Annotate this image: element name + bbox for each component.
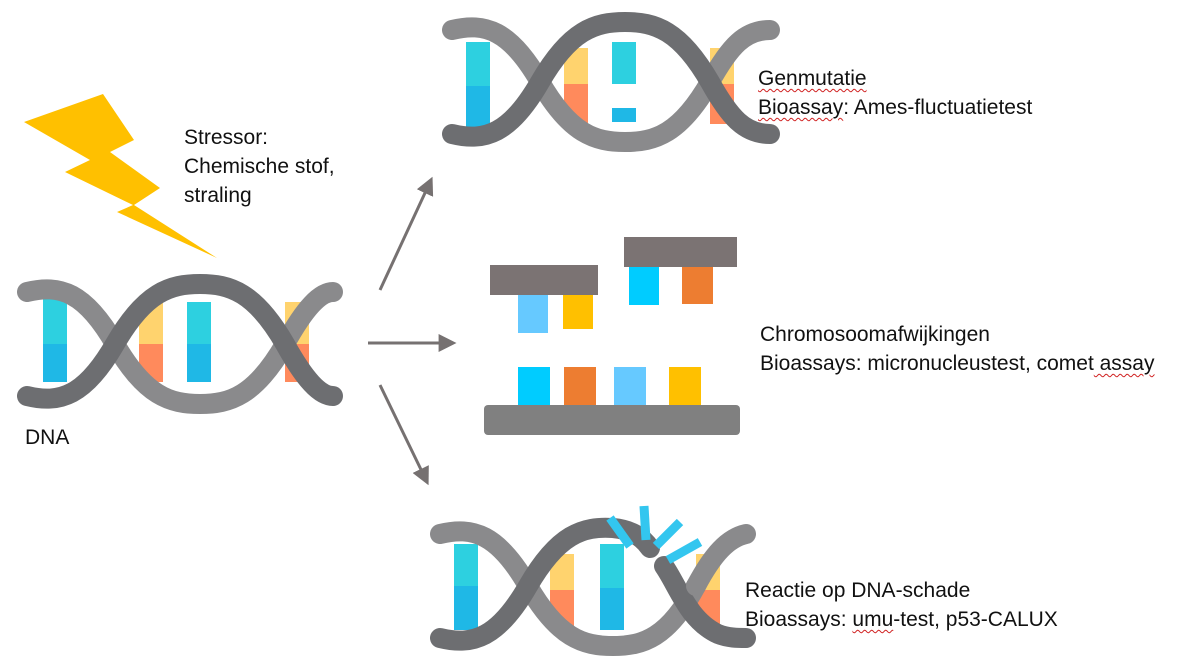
dna-helix-damage	[430, 517, 756, 657]
stressor-line-chemical: Chemische stof,	[184, 155, 335, 178]
stressor-line-radiation: straling	[184, 184, 252, 207]
bioassay-name: : Ames-fluctuatietest	[843, 96, 1033, 119]
chromosome-bioassays-prefix: Bioassays: micronucleustest,	[760, 352, 1037, 375]
chromosome-bioassays-assay: assay	[1093, 352, 1155, 375]
damage-response-bioassays: Bioassays: umu-test, p53-CALUX	[745, 605, 1058, 634]
damage-response-bioassays-suffix: -test, p53-CALUX	[893, 608, 1058, 631]
dna-break-fragments	[606, 505, 703, 564]
gene-mutation-label: Genmutatie Bioassay: Ames-fluctuatietest	[758, 64, 1032, 122]
lightning-bolt-icon	[24, 94, 217, 258]
dna-helix-gene-mutation	[442, 11, 780, 153]
bioassay-word: Bioassay	[758, 96, 844, 119]
damage-response-bioassays-prefix: Bioassays:	[745, 608, 853, 631]
dna-helix-source	[17, 273, 343, 415]
dna-label: DNA	[25, 426, 70, 449]
stressor-label: Stressor: Chemische stof, straling	[184, 123, 335, 210]
gene-mutation-title: Genmutatie	[758, 67, 867, 90]
chromosome-bioassays-comet: comet	[1036, 352, 1094, 375]
damage-response-title: Reactie op DNA-schade	[745, 579, 971, 602]
chromosome-aberration-illustration	[484, 237, 740, 435]
gene-mutation-bioassay: Bioassay: Ames-fluctuatietest	[758, 93, 1032, 122]
chromosome-bioassays: Bioassays: micronucleustest, comet assay	[760, 349, 1155, 378]
stressor-title: Stressor:	[184, 126, 269, 149]
chromosome-label: Chromosoomafwijkingen Bioassays: micronu…	[760, 320, 1155, 378]
arrow-to-gene-mutation	[378, 176, 434, 291]
chromosome-title: Chromosoomafwijkingen	[760, 323, 990, 346]
damage-response-label: Reactie op DNA-schade Bioassays: umu-tes…	[745, 576, 1058, 634]
arrow-to-damage-response	[378, 384, 429, 486]
damage-response-bioassays-umu: umu	[852, 608, 894, 631]
